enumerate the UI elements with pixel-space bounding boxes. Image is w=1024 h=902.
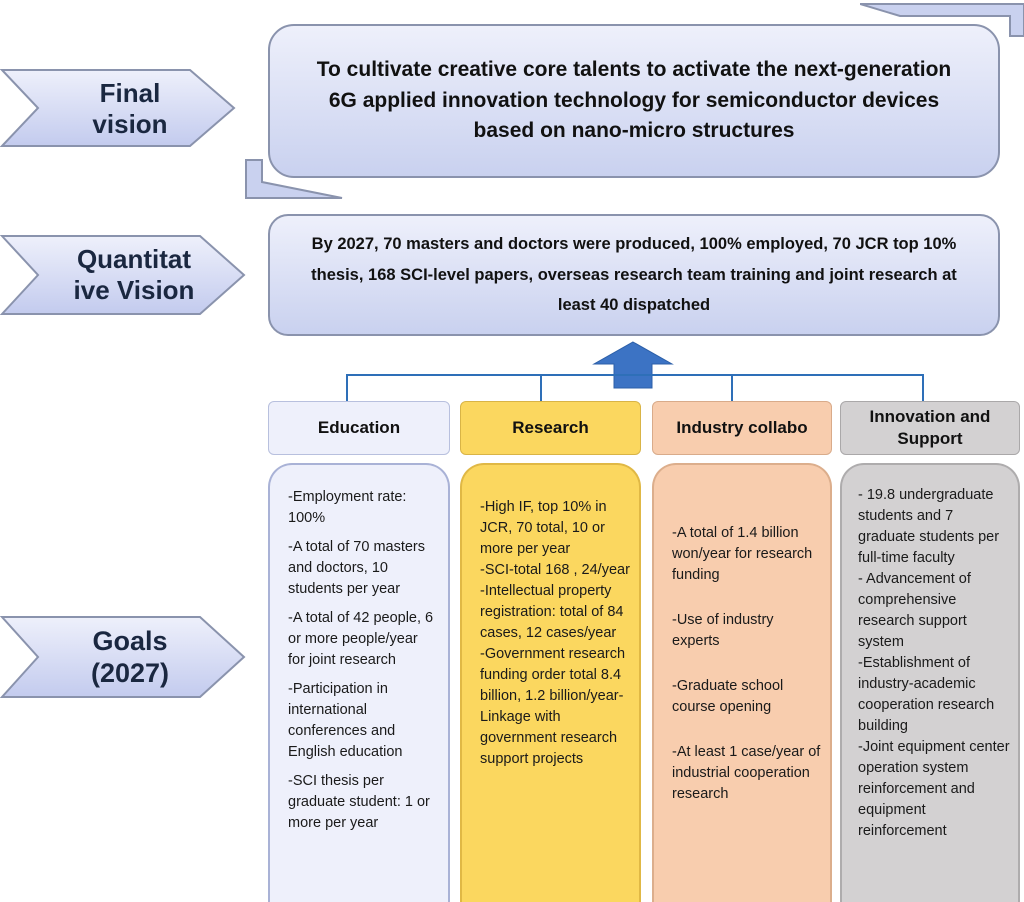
list-item: -Participation in international conferen… [288, 681, 403, 760]
up-arrow-icon [592, 341, 674, 389]
list-item: -Employment rate: 100% [288, 489, 407, 526]
quantitative-vision-box: By 2027, 70 masters and doctors were pro… [268, 214, 1000, 336]
list-item: -Use of industry experts [672, 612, 774, 649]
industry-column: -A total of 1.4 billion won/year for res… [652, 463, 832, 902]
list-item: -A total of 42 people, 6 or more people/… [288, 610, 434, 668]
list-item: -Graduate school course opening [672, 678, 784, 715]
list-item: -Joint equipment center operation system… [858, 739, 1010, 839]
education-header: Education [268, 401, 450, 455]
quantitative-vision-text: By 2027, 70 masters and doctors were pro… [311, 235, 957, 315]
list-item: - 19.8 undergraduate students and 7 grad… [858, 487, 1000, 566]
corner-bracket-top-right [860, 3, 1024, 37]
connector-education [346, 374, 348, 401]
connector-innovation [922, 374, 924, 401]
industry-header: Industry collabo [652, 401, 832, 455]
education-column: -Employment rate: 100% -A total of 70 ma… [268, 463, 450, 902]
corner-bracket-bottom-left [245, 159, 343, 199]
innovation-column: - 19.8 undergraduate students and 7 grad… [840, 463, 1020, 902]
list-item: -SCI thesis per graduate student: 1 or m… [288, 773, 430, 831]
list-item: -A total of 70 masters and doctors, 10 s… [288, 539, 426, 597]
connector-horizontal [346, 374, 924, 376]
list-item: -Government research funding order total… [480, 646, 626, 767]
list-item: - Advancement of comprehensive research … [858, 571, 971, 650]
list-item: -Intellectual property registration: tot… [480, 583, 624, 641]
final-vision-chevron [0, 69, 236, 147]
final-vision-text: To cultivate creative core talents to ac… [316, 58, 952, 143]
innovation-header: Innovation and Support [840, 401, 1020, 455]
list-item: -At least 1 case/year of industrial coop… [672, 744, 821, 802]
research-column: -High IF, top 10% in JCR, 70 total, 10 o… [460, 463, 641, 902]
list-item: -High IF, top 10% in JCR, 70 total, 10 o… [480, 499, 607, 557]
quantitative-vision-chevron [0, 235, 246, 315]
connector-industry [731, 374, 733, 401]
goals-label: Goals(2027) [90, 625, 170, 688]
connector-research [540, 374, 542, 401]
research-header: Research [460, 401, 641, 455]
list-item: -SCI-total 168 , 24/year [480, 562, 630, 578]
goals-chevron [0, 616, 246, 698]
list-item: -A total of 1.4 billion won/year for res… [672, 525, 813, 583]
list-item: -Establishment of industry-academic coop… [858, 655, 995, 734]
final-vision-box: To cultivate creative core talents to ac… [268, 24, 1000, 178]
